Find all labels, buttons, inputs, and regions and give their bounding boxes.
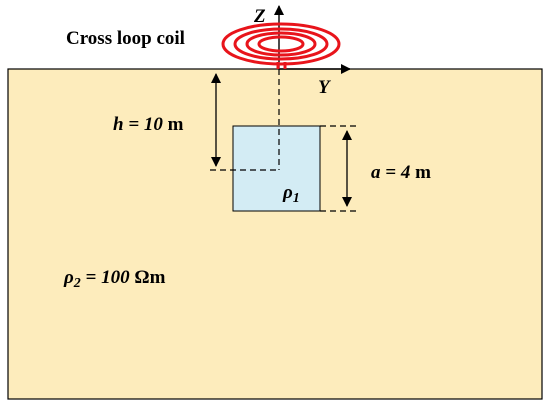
y-axis-label: Y: [318, 77, 332, 98]
coil-icon: [221, 22, 341, 69]
z-axis-label: Z: [253, 6, 266, 27]
size-label: a = 4 m: [371, 162, 431, 183]
coil-ring: [257, 35, 305, 53]
rho1-label: ρ1: [282, 182, 300, 206]
buried-block: [232, 125, 321, 212]
depth-label: h = 10 m: [113, 114, 184, 135]
coil-ring: [233, 27, 329, 61]
host-halfspace: [7, 68, 543, 400]
rho2-label: ρ2 = 100 Ωm: [63, 267, 166, 291]
coil-ring: [221, 22, 341, 66]
coil-ring: [245, 31, 317, 57]
coil-label: Cross loop coil: [66, 28, 185, 49]
